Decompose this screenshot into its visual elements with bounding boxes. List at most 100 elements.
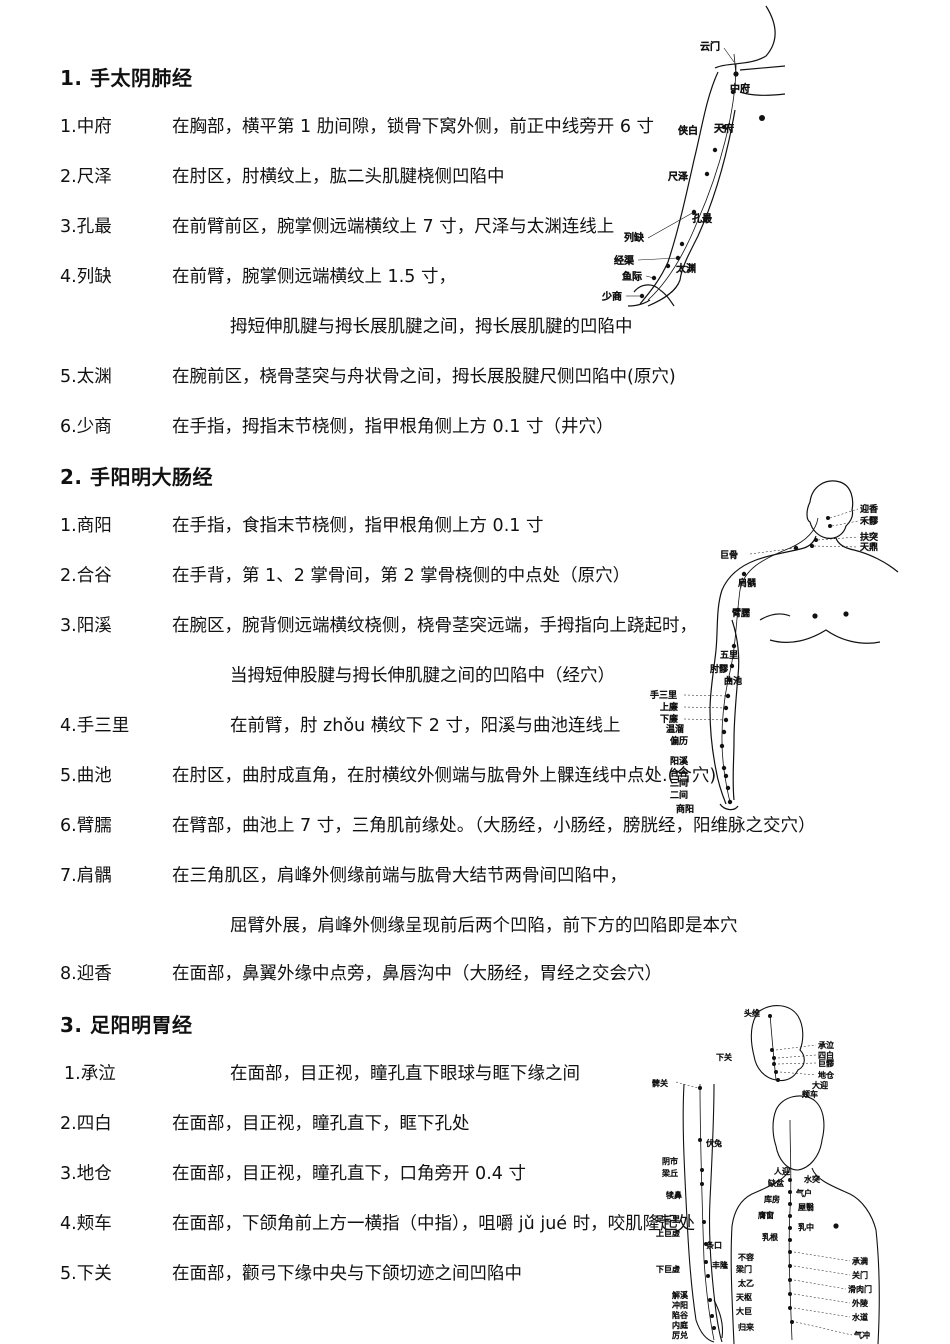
acupoint-label: 人迎 [774,1166,790,1176]
acupoint-label: 巨髎 [818,1059,834,1068]
acupoint-label: 承满 [852,1256,868,1266]
acupoint-label: 下巨虚 [656,1264,680,1274]
acupoint-label: 地仓 [818,1070,834,1080]
acupoint-label: 颊车 [802,1089,818,1099]
acupoint-label: 不容 [738,1252,754,1262]
stomach-meridian-icon: 头维 下关 承泣 四白 巨髎 地仓 大迎 颊车 髀关 伏兔 阴市 梁丘 犊鼻 足… [652,1005,880,1344]
acupoint-label: 厉兑 [672,1330,688,1340]
acupoint-label: 合谷 [670,767,688,779]
point-name: 8.迎香 [60,964,112,984]
point-description: 在腕前区，桡骨茎突与舟状骨之间，拇长展股腱尺侧凹陷中(原穴) [172,367,676,387]
acupoint-label: 少商 [602,290,622,303]
point-name: 5.下关 [60,1264,112,1284]
acupoint-label: 犊鼻 [666,1190,682,1200]
acupoint-label: 阴市 [662,1156,678,1166]
acupoint-label: 屋翳 [798,1203,814,1212]
acupoint-label: 手三里 [650,689,677,701]
acupoint-label: 天枢 [736,1292,752,1302]
acupoint-label: 乳中 [798,1222,814,1232]
section-title-stomach: 3. 足阳明胃经 [60,1013,193,1037]
point-description: 在前臂前区，腕掌侧远端横纹上 7 寸，尺泽与太渊连线上 [172,217,615,237]
acupoint-label: 水道 [852,1312,868,1322]
acupoint-label: 梁丘 [662,1169,678,1178]
acupoint-label: 大迎 [812,1080,828,1090]
acupoint-label: 膺窗 [758,1210,774,1220]
point-description: 在腕区，腕背侧远端横纹桡侧，桡骨茎突远端，手拇指向上跷起时， [172,616,697,636]
acupoint-label: 阳溪 [670,755,688,767]
point-name: 2.四白 [60,1114,112,1134]
acupoint-label: 气户 [796,1188,812,1198]
acupoint-label: 大巨 [736,1306,752,1316]
acupoint-label: 外陵 [852,1298,868,1308]
acupoint-label: 商阳 [676,803,694,815]
acupoint-label: 经渠 [614,254,634,267]
point-name: 4.手三里 [60,716,130,736]
point-name: 1.承泣 [64,1064,116,1084]
acupoint-label: 二间 [670,789,688,801]
acupoint-label: 冲阳 [672,1300,688,1310]
acupoint-label: 足三里 [656,1215,680,1224]
lung-meridian-arm-figure: 云门 中府 侠白 天府 尺泽 孔最 列缺 经渠 鱼际 太渊 少商 [590,0,790,310]
large-intestine-meridian-figure: 迎香 禾髎 扶突 天鼎 巨骨 肩髃 臂臑 五里 肘髎 曲池 手三里 上廉 下廉 … [640,470,900,815]
acupoint-label: 下廉 [660,713,678,725]
acupoint-label: 天鼎 [860,542,878,553]
acupoint-label: 丰隆 [712,1260,728,1270]
point-description: 在手背，第 1、2 掌骨间，第 2 掌骨桡侧的中点处（原穴） [172,566,631,586]
point-name: 5.曲池 [60,766,112,786]
acupoint-label: 上巨虚 [656,1228,680,1238]
point-description: 在面部，目正视，瞳孔直下，口角旁开 0.4 寸 [172,1164,526,1184]
point-description-continued: 屈臂外展，肩峰外侧缘呈现前后两个凹陷，前下方的凹陷即是本穴 [230,916,738,936]
acupoint-label: 鱼际 [622,270,642,283]
acupoint-label: 头维 [744,1008,760,1018]
point-description: 在面部，目正视，瞳孔直下，眶下孔处 [172,1114,470,1134]
acupoint-label: 天府 [714,122,734,135]
point-name: 1.中府 [60,117,112,137]
acupoint-label: 迎香 [860,503,878,515]
point-description: 在胸部，横平第 1 肋间隙，锁骨下窝外侧，前正中线旁开 6 寸 [172,117,655,137]
acupoint-label: 内庭 [672,1320,688,1330]
point-name: 6.少商 [60,417,112,437]
point-description: 在手指，拇指末节桡侧，指甲根角侧上方 0.1 寸（井穴） [172,417,614,437]
point-name: 2.合谷 [60,566,112,586]
acupoint-label: 库房 [764,1194,780,1204]
acupoint-label: 水突 [804,1174,820,1184]
acupoint-label: 乳根 [762,1232,778,1242]
acupoint-label: 扶突 [860,531,878,543]
acupoint-label: 下关 [716,1052,732,1062]
acupoint-label: 温溜 [666,723,684,735]
point-name: 2.尺泽 [60,167,112,187]
acupoint-label: 伏兔 [706,1138,722,1148]
point-description: 在面部，颧弓下缘中央与下颌切迹之间凹陷中 [172,1264,522,1284]
acupoint-label: 侠白 [678,124,698,137]
acupoint-label: 偏历 [670,735,688,747]
acupoint-label: 梁门 [736,1264,752,1274]
acupoint-label: 滑肉门 [848,1284,872,1294]
acupoint-label: 缺盆 [768,1178,784,1188]
point-name: 1.商阳 [60,516,112,536]
acupoint-label: 曲池 [724,675,742,687]
point-description: 在面部，下颌角前上方一横指（中指），咀嚼 jǔ jué 时，咬肌隆起处 [172,1214,696,1234]
point-description: 在臂部，曲池上 7 寸，三角肌前缘处。（大肠经，小肠经，膀胱经，阳维脉之交穴） [172,816,816,836]
acupoint-label: 巨骨 [720,550,738,561]
acupoint-label: 肩髃 [738,577,756,589]
acupoint-label: 臂臑 [732,607,750,619]
acupoint-label: 四白 [818,1050,834,1060]
point-name: 3.孔最 [60,217,112,237]
point-description: 在面部，目正视，瞳孔直下眼球与眶下缘之间 [230,1064,580,1084]
acupoint-label: 禾髎 [860,516,878,527]
acupoint-label: 三间 [670,777,688,789]
acupoint-label: 太渊 [676,262,696,275]
point-description: 在三角肌区，肩峰外侧缘前端与肱骨大结节两骨间凹陷中， [172,866,627,886]
point-name: 5.太渊 [60,367,112,387]
acupoint-label: 列缺 [624,231,644,244]
acupoint-label: 髀关 [652,1078,668,1088]
acupoint-label: 太乙 [738,1278,754,1288]
point-description-continued: 拇短伸肌腱与拇长展肌腱之间，拇长展肌腱的凹陷中 [230,317,633,337]
acupoint-label: 肘髎 [710,664,728,675]
section-title-large-intestine: 2. 手阳明大肠经 [60,465,213,489]
acupoint-label: 承泣 [818,1040,834,1050]
acupoint-label: 尺泽 [668,171,688,183]
point-description: 在面部，鼻翼外缘中点旁，鼻唇沟中（大肠经，胃经之交会穴） [172,964,662,984]
acupoint-label: 上廉 [660,701,678,713]
lung-meridian-arm-icon: 云门 中府 侠白 天府 尺泽 孔最 列缺 经渠 鱼际 太渊 少商 [602,5,786,307]
